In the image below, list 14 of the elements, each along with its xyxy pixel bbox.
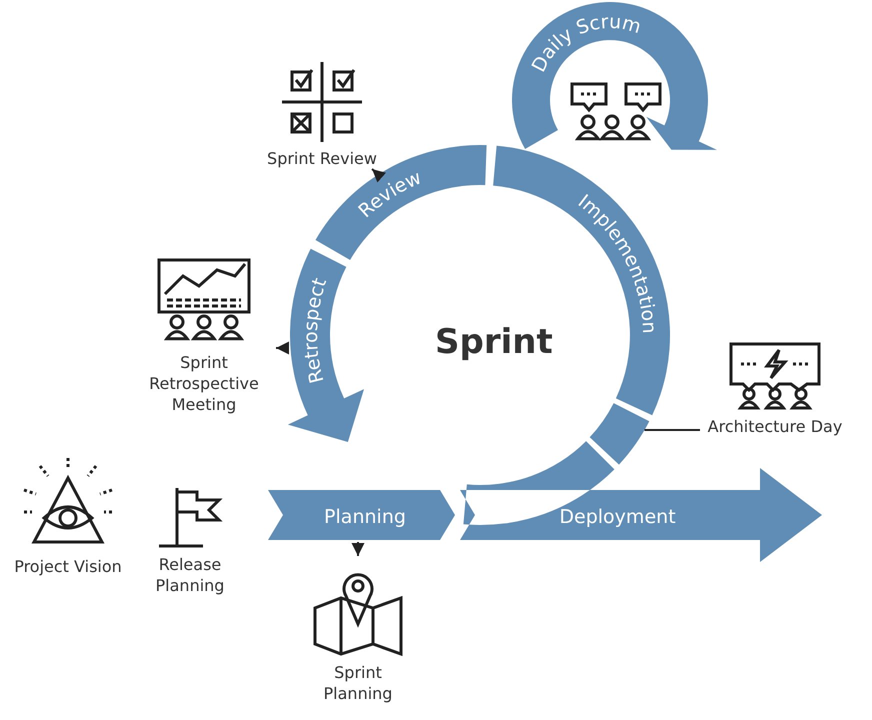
band-label: Deployment <box>559 506 676 528</box>
node-label: Sprint Retrospective Meeting <box>148 352 260 415</box>
arc-segment <box>590 403 650 465</box>
pointer-arrow <box>276 342 289 354</box>
pointer-arrow <box>371 168 386 182</box>
leader-line <box>644 429 700 431</box>
node-label: Sprint Review <box>267 148 377 169</box>
node-label: Release Planning <box>154 554 226 596</box>
center-title: Sprint <box>435 322 553 362</box>
band-label: Planning <box>324 506 406 528</box>
node-label: Sprint Planning <box>322 662 394 704</box>
pointer-arrow <box>352 542 364 556</box>
node-label: Architecture Day <box>708 416 842 437</box>
node-label: Project Vision <box>14 556 122 577</box>
